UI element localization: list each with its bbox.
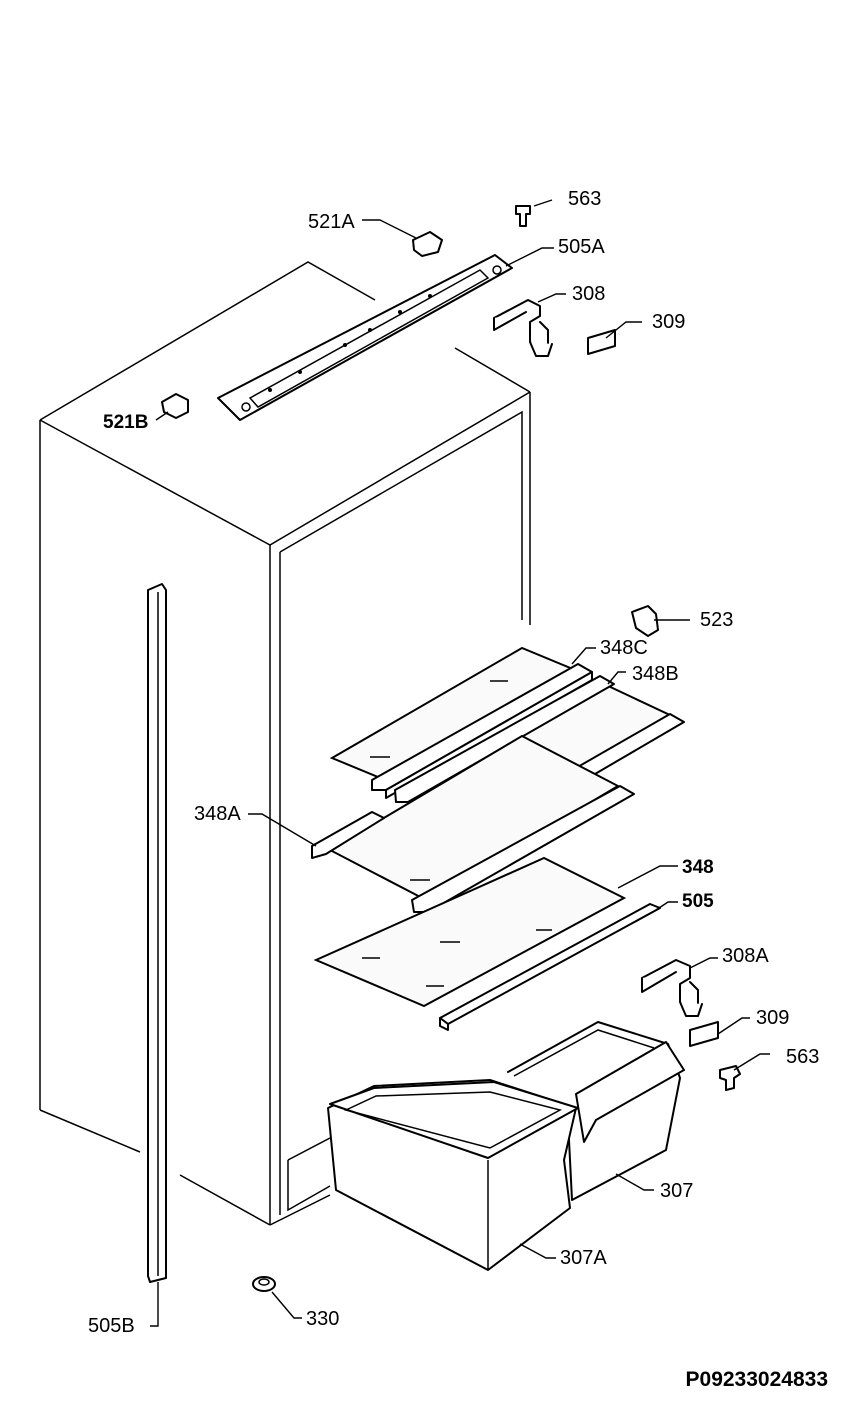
part-labels: 563 521A 505A 308 309 521B 523 348C 348B… [88, 188, 828, 1391]
spacer-plate-309-bottom [689, 1021, 719, 1047]
door-gasket-505B [147, 583, 167, 1283]
label-309-bottom: 309 [756, 1007, 789, 1029]
drawing-code: P09233024833 [686, 1368, 828, 1391]
screw-563-top [515, 205, 531, 227]
shelf-348A [311, 734, 635, 913]
label-563-top: 563 [568, 188, 601, 210]
label-505: 505 [682, 891, 714, 912]
screw-563-bottom [719, 1065, 741, 1091]
leader-lines [150, 199, 770, 1327]
crisper-drawer-307A [327, 1079, 579, 1271]
label-523: 523 [700, 609, 733, 631]
label-309-top: 309 [652, 311, 685, 333]
hinge-308A [641, 959, 703, 1017]
label-521B: 521B [103, 412, 148, 433]
label-330: 330 [306, 1308, 339, 1330]
label-521A: 521A [308, 211, 355, 233]
label-348A: 348A [194, 803, 241, 825]
glass-shelf-348 [313, 856, 627, 1008]
refrigerator-cabinet [39, 261, 531, 1226]
label-505B: 505B [88, 1315, 135, 1337]
cover-cap-521A [412, 231, 443, 257]
label-505A: 505A [558, 236, 605, 258]
label-307A: 307A [560, 1247, 607, 1269]
crisper-drawer-307 [507, 1021, 685, 1201]
hinge-pin-523 [631, 605, 659, 637]
label-348: 348 [682, 857, 714, 878]
label-308A: 308A [722, 945, 769, 967]
label-348B: 348B [632, 663, 679, 685]
label-307: 307 [660, 1180, 693, 1202]
label-308: 308 [572, 283, 605, 305]
top-hinge-plate-505A [217, 254, 513, 421]
label-348C: 348C [600, 637, 648, 659]
cover-cap-521B [161, 393, 189, 419]
hinge-308 [493, 299, 553, 357]
adjustable-foot-330 [252, 1276, 276, 1292]
label-563-bottom: 563 [786, 1046, 819, 1068]
